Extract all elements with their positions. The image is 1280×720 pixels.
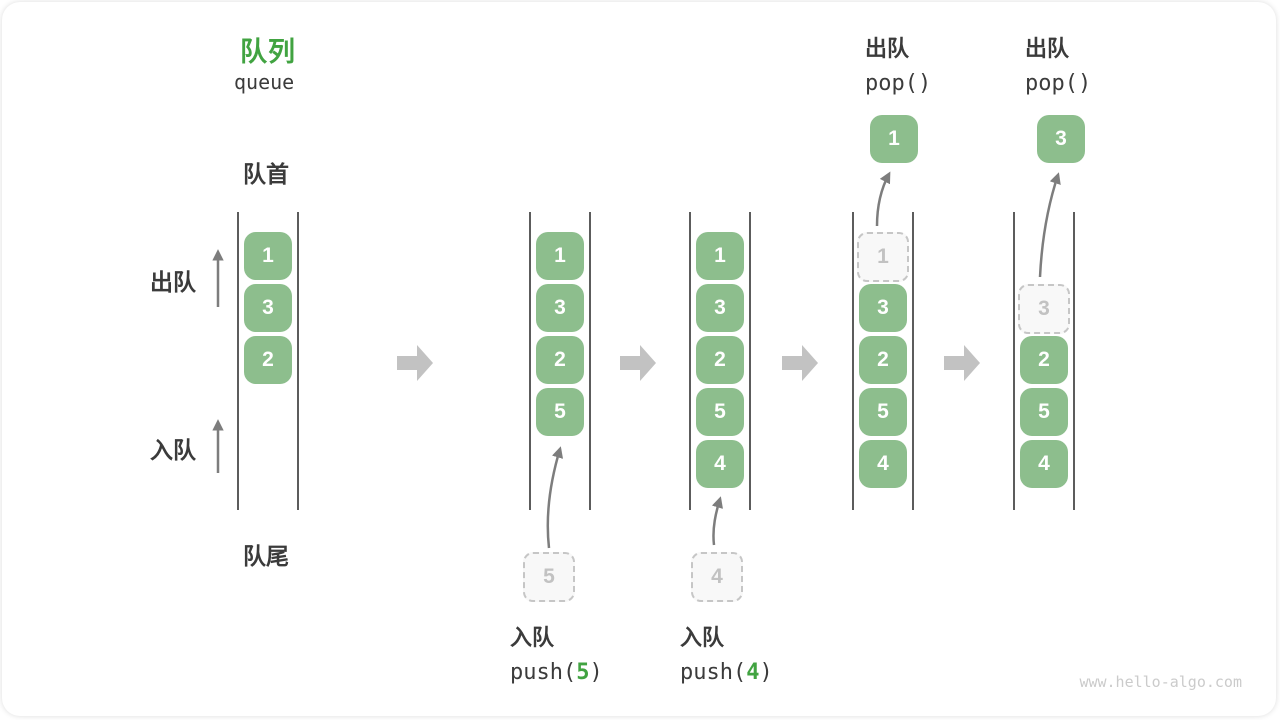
queue-wall-left xyxy=(237,212,239,510)
queue-wall-right xyxy=(589,212,591,510)
popped-element-box: 1 xyxy=(870,115,918,163)
op-push4-code-post: ) xyxy=(759,660,773,685)
queue-wall-right xyxy=(1073,212,1075,510)
queue-element-box: 5 xyxy=(696,388,744,436)
queue-wall-left xyxy=(529,212,531,510)
queue-element-box: 2 xyxy=(244,336,292,384)
op-push4-code: push(4) xyxy=(680,660,773,685)
op-push5-code-post: ) xyxy=(589,660,603,685)
queue-element-box: 3 xyxy=(859,284,907,332)
queue-wall-left xyxy=(689,212,691,510)
queue-element-box: 4 xyxy=(859,440,907,488)
queue-wall-right xyxy=(912,212,914,510)
queue-element-box: 4 xyxy=(1020,440,1068,488)
queue-wall-left xyxy=(852,212,854,510)
op-push5-code-pre: push( xyxy=(510,660,577,685)
op-pop1-cn: 出队 xyxy=(865,36,910,61)
staged-element-box: 5 xyxy=(523,552,575,602)
queue-element-box: 3 xyxy=(244,284,292,332)
dequeued-slot-box: 3 xyxy=(1018,284,1070,334)
op-push5-cn: 入队 xyxy=(510,625,555,650)
queue-element-box: 2 xyxy=(859,336,907,384)
op-push5-code-num: 5 xyxy=(576,660,590,685)
op-push4-code-num: 4 xyxy=(746,660,760,685)
op-pop2-code: pop() xyxy=(1025,71,1092,96)
op-label-push4: 入队 push(4) xyxy=(680,620,773,685)
label-queue-rear: 队尾 xyxy=(243,543,289,569)
queue-element-box: 3 xyxy=(696,284,744,332)
page-title: 队列 xyxy=(240,37,296,67)
op-pop1-code: pop() xyxy=(865,71,932,96)
page-subtitle: queue xyxy=(234,70,295,94)
dequeued-slot-box: 1 xyxy=(857,232,909,282)
op-pop2-cn: 出队 xyxy=(1025,36,1070,61)
op-label-pop1: 出队 pop() xyxy=(865,31,931,96)
op-label-pop2: 出队 pop() xyxy=(1025,31,1091,96)
queue-element-box: 1 xyxy=(696,232,744,280)
queue-element-box: 2 xyxy=(1020,336,1068,384)
queue-element-box: 1 xyxy=(244,232,292,280)
op-push4-code-pre: push( xyxy=(680,660,747,685)
label-enqueue-side: 入队 xyxy=(150,437,196,463)
popped-element-box: 3 xyxy=(1037,115,1085,163)
queue-element-box: 5 xyxy=(859,388,907,436)
op-push4-cn: 入队 xyxy=(680,625,725,650)
queue-wall-right xyxy=(749,212,751,510)
queue-element-box: 1 xyxy=(536,232,584,280)
op-push5-code: push(5) xyxy=(510,660,603,685)
queue-wall-right xyxy=(297,212,299,510)
staged-element-box: 4 xyxy=(691,552,743,602)
op-label-push5: 入队 push(5) xyxy=(510,620,603,685)
label-dequeue-side: 出队 xyxy=(150,269,196,295)
queue-element-box: 5 xyxy=(536,388,584,436)
queue-element-box: 5 xyxy=(1020,388,1068,436)
queue-element-box: 2 xyxy=(696,336,744,384)
queue-element-box: 2 xyxy=(536,336,584,384)
queue-wall-left xyxy=(1013,212,1015,510)
label-queue-front: 队首 xyxy=(243,161,289,187)
queue-element-box: 4 xyxy=(696,440,744,488)
watermark: www.hello-algo.com xyxy=(1079,673,1242,691)
queue-element-box: 3 xyxy=(536,284,584,332)
